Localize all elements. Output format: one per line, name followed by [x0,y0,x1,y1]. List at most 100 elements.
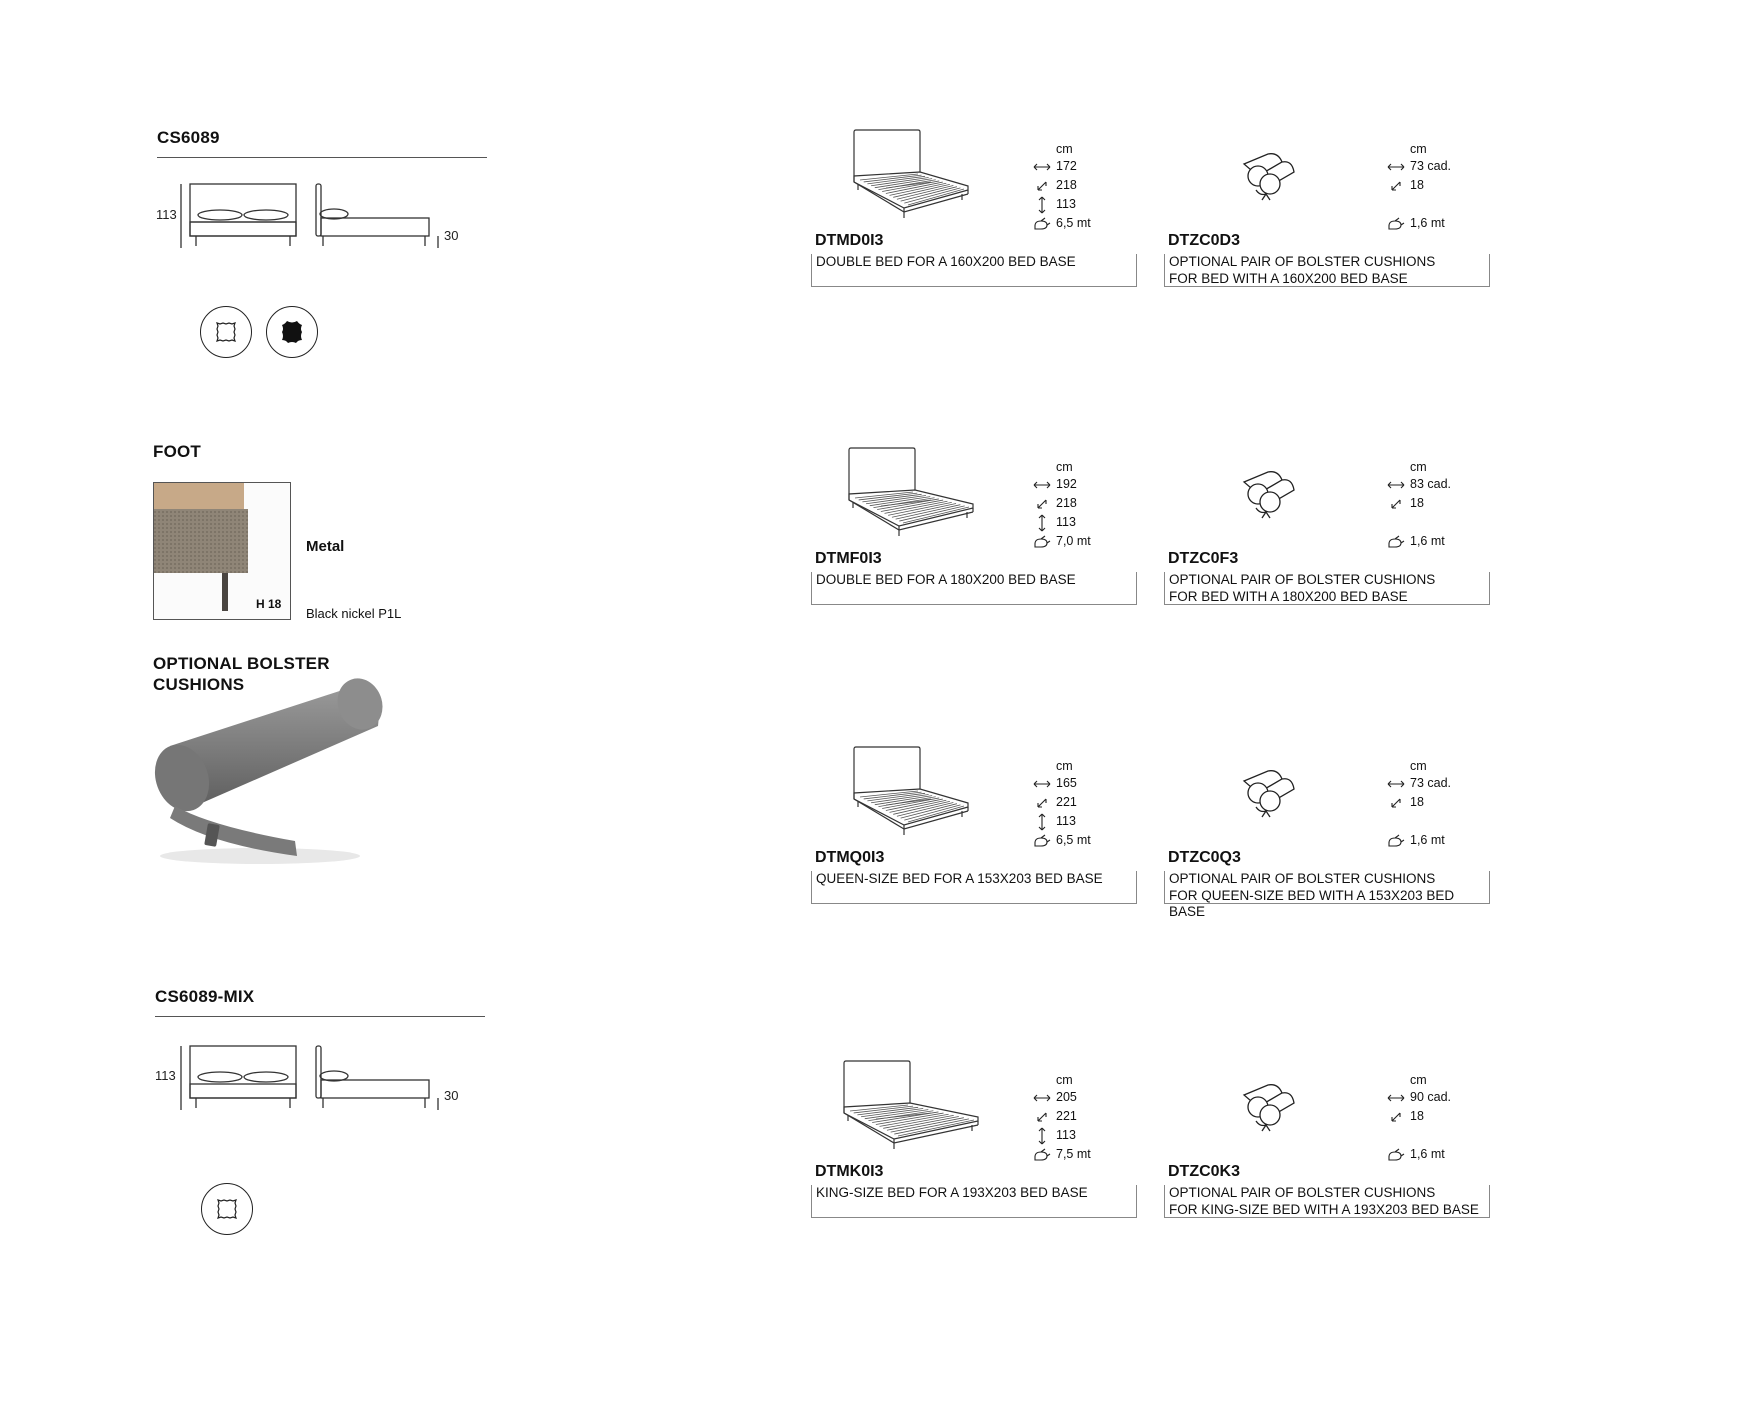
bed-description: DOUBLE BED FOR A 180X200 BED BASE [811,572,1137,605]
packaging-volume-icon [1028,834,1056,848]
bolster-photo [154,678,383,864]
bed-unit-label: cm [1056,460,1073,474]
width-arrow-icon [1382,1093,1410,1103]
bed-volume-value: 6,5 mt [1056,833,1091,847]
bolster-title-line2: CUSHIONS [153,675,245,694]
cs6089-rule [157,157,487,158]
cs6089-foot-label: 30 [444,228,459,243]
bed-drawing [846,745,976,842]
width-arrow-icon [1382,779,1410,789]
bed-depth-value: 218 [1056,496,1077,510]
bed-depth-value: 221 [1056,1109,1077,1123]
width-arrow-icon [1028,779,1056,789]
bed-unit-label: cm [1056,142,1073,156]
depth-arrow-icon [1028,797,1056,809]
cs6089-mix-title: CS6089-MIX [155,987,255,1006]
cs6089-mix-elevation-drawing [180,1045,439,1110]
cushion-unit-label: cm [1410,460,1427,474]
bed-drawing [846,128,976,225]
cushion-depth-value: 18 [1410,795,1424,809]
cushion-volume-value: 1,6 mt [1410,534,1445,548]
bed-height-value: 113 [1056,814,1076,828]
cushion-unit-label: cm [1410,1073,1427,1087]
cushion-product-code: DTZC0Q3 [1168,849,1241,866]
bed-depth-value: 221 [1056,795,1077,809]
depth-arrow-icon [1028,498,1056,510]
cushion-unit-label: cm [1410,142,1427,156]
foot-material: Metal [306,538,345,555]
cs6089-title: CS6089 [157,128,220,147]
height-arrow-icon [1028,514,1056,532]
bed-dimensions: 172 218 113 6,5 mt [1028,157,1091,233]
bed-width-value: 205 [1056,1090,1077,1104]
bed-product-code: DTMF0I3 [815,550,882,567]
foot-finish: Black nickel P1L [306,606,402,621]
bed-description: QUEEN-SIZE BED FOR A 153X203 BED BASE [811,871,1137,904]
foot-height-tag: H 18 [256,597,282,611]
width-arrow-icon [1382,162,1410,172]
bolster-cushion-drawing [1236,763,1306,828]
height-arrow-icon [1028,1127,1056,1145]
packaging-volume-icon [1028,217,1056,231]
fabric-swatch-icon [200,306,252,358]
cs6089-height-label: 113 [156,207,177,222]
bed-volume-value: 7,5 mt [1056,1147,1091,1161]
packaging-volume-icon [1028,535,1056,549]
cs6089-elevation-drawing [180,183,439,248]
width-arrow-icon [1028,162,1056,172]
bed-width-value: 192 [1056,477,1077,491]
depth-arrow-icon [1382,498,1410,510]
width-arrow-icon [1028,480,1056,490]
bed-height-value: 113 [1056,197,1076,211]
bed-width-value: 165 [1056,776,1077,790]
depth-arrow-icon [1028,180,1056,192]
bed-product-code: DTMD0I3 [815,232,884,249]
bolster-cushion-drawing [1236,1077,1306,1142]
bed-product-code: DTMQ0I3 [815,849,885,866]
bed-drawing [841,446,981,543]
bed-dimensions: 205 221 113 7,5 mt [1028,1088,1091,1164]
cushion-volume-value: 1,6 mt [1410,833,1445,847]
bed-depth-value: 218 [1056,178,1077,192]
packaging-volume-icon [1028,1148,1056,1162]
cushion-dimensions: 90 cad. 18 1,6 mt [1382,1088,1451,1164]
cushion-volume-value: 1,6 mt [1410,216,1445,230]
bed-description: DOUBLE BED FOR A 160X200 BED BASE [811,254,1137,287]
cushion-width-value: 90 cad. [1410,1090,1452,1104]
depth-arrow-icon [1382,797,1410,809]
cs6089-mix-rule [155,1016,485,1017]
bed-height-value: 113 [1056,1128,1076,1142]
cushion-volume-value: 1,6 mt [1410,1147,1445,1161]
cushion-depth-value: 18 [1410,178,1424,192]
packaging-volume-icon [1382,834,1410,848]
cs6089-mix-foot-label: 30 [444,1088,459,1103]
bed-unit-label: cm [1056,1073,1073,1087]
height-arrow-icon [1028,813,1056,831]
bolster-cushion-drawing [1236,464,1306,529]
width-arrow-icon [1028,1093,1056,1103]
bed-width-value: 172 [1056,159,1077,173]
width-arrow-icon [1382,480,1410,490]
cushion-depth-value: 18 [1410,1109,1424,1123]
packaging-volume-icon [1382,1148,1410,1162]
cs6089-mix-height-label: 113 [155,1068,176,1083]
bed-unit-label: cm [1056,759,1073,773]
bolster-cushion-drawing [1236,146,1306,211]
bolster-title-line1: OPTIONAL BOLSTER [153,654,330,673]
bed-dimensions: 165 221 113 6,5 mt [1028,774,1091,850]
bed-product-code: DTMK0I3 [815,1163,884,1180]
bed-drawing [836,1059,986,1156]
packaging-volume-icon [1382,535,1410,549]
depth-arrow-icon [1028,1111,1056,1123]
leather-hide-icon [266,306,318,358]
cushion-width-value: 83 cad. [1410,477,1452,491]
depth-arrow-icon [1382,180,1410,192]
bed-volume-value: 6,5 mt [1056,216,1091,230]
cushion-product-code: DTZC0D3 [1168,232,1241,249]
bed-description: KING-SIZE BED FOR A 193X203 BED BASE [811,1185,1137,1218]
